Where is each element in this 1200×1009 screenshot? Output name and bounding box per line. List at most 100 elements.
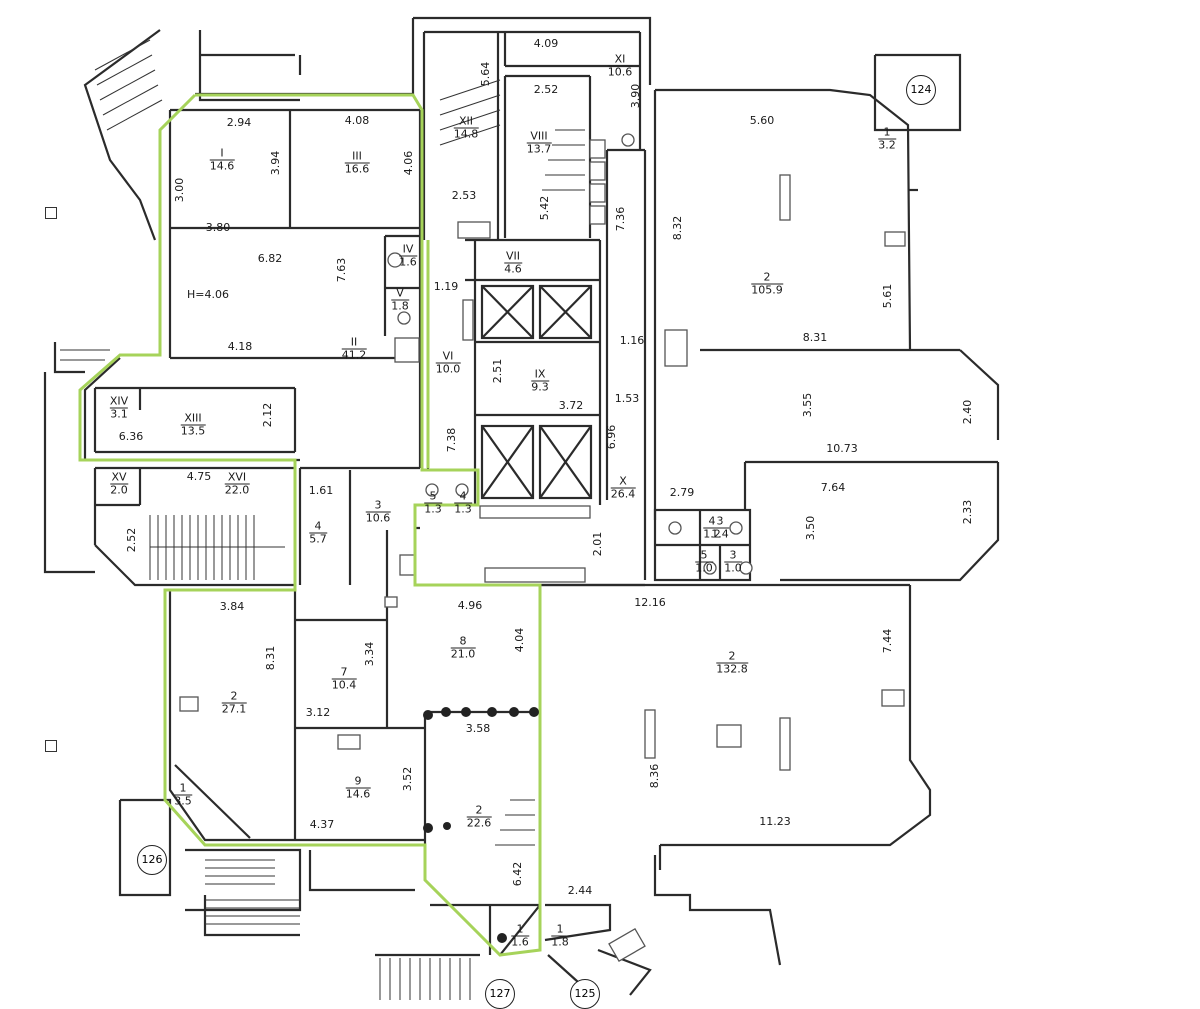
dimension-label: 4.08 — [344, 114, 370, 127]
dimension-label: 3.52 — [401, 766, 414, 792]
dimension-label: 3.90 — [629, 83, 642, 109]
dimension-label: 2.12 — [261, 402, 274, 428]
dimension-label: 3.55 — [801, 392, 814, 418]
plan-tag: 127 — [485, 979, 515, 1009]
planting-dots — [423, 707, 539, 943]
dimension-label: 4.37 — [309, 818, 335, 831]
dimension-label: 7.38 — [445, 427, 458, 453]
dimension-label: 4.96 — [457, 599, 483, 612]
plan-tag: 124 — [906, 75, 936, 105]
dimension-label: 1.19 — [433, 280, 459, 293]
dimension-label: 12.16 — [634, 596, 666, 609]
dimension-label: 4.75 — [186, 470, 212, 483]
dimension-label: 2.01 — [591, 531, 604, 557]
dimension-label: 6.96 — [605, 424, 618, 450]
dimension-label: 6.36 — [118, 430, 144, 443]
plan-tag: 126 — [137, 845, 167, 875]
dimension-label: 2.53 — [451, 189, 477, 202]
dimension-label: 7.36 — [614, 206, 627, 232]
dimension-label: 3.84 — [219, 600, 245, 613]
dimension-label: 2.52 — [533, 83, 559, 96]
plan-tag: 125 — [570, 979, 600, 1009]
dimension-label: 1.16 — [619, 334, 645, 347]
dimension-label: 5.42 — [538, 195, 551, 221]
dimension-label: 3.72 — [558, 399, 584, 412]
stair-treads — [60, 39, 585, 1000]
dimension-label: 2.40 — [961, 399, 974, 425]
dimension-label: 6.42 — [511, 861, 524, 887]
plan-marker-square — [45, 207, 57, 219]
dimension-label: 8.31 — [802, 331, 828, 344]
highlight-outline — [78, 93, 542, 957]
dimension-label: 4.04 — [513, 627, 526, 653]
dimension-label: 4.09 — [533, 37, 559, 50]
dimension-label: 2.33 — [961, 499, 974, 525]
dimension-label: 8.31 — [264, 645, 277, 671]
dimension-label: 6.82 — [257, 252, 283, 265]
dimension-label: 1.61 — [308, 484, 334, 497]
dimension-label: 3.80 — [205, 221, 231, 234]
dimension-label: 8.32 — [671, 215, 684, 241]
dimension-label: 2.44 — [567, 884, 593, 897]
dimension-label: 2.94 — [226, 116, 252, 129]
dimension-label: 4.18 — [227, 340, 253, 353]
dimension-label: 3.50 — [804, 515, 817, 541]
fixtures — [179, 133, 906, 963]
dimension-label: 3.00 — [173, 177, 186, 203]
dimension-label: 11.23 — [759, 815, 791, 828]
dimension-label: 5.61 — [881, 283, 894, 309]
dimension-label: H=4.06 — [187, 288, 229, 301]
dimension-label: 3.58 — [465, 722, 491, 735]
dimension-label: 3.94 — [269, 150, 282, 176]
dimension-label: 7.64 — [820, 481, 846, 494]
dimension-label: 3.34 — [363, 641, 376, 667]
dimension-label: 1.53 — [614, 392, 640, 405]
dimension-label: 8.36 — [648, 763, 661, 789]
dimension-label: 2.51 — [491, 358, 504, 384]
dimension-label: 5.60 — [749, 114, 775, 127]
dimension-label: 7.44 — [881, 628, 894, 654]
dimension-label: 2.79 — [669, 486, 695, 499]
dimension-label: 4.06 — [402, 150, 415, 176]
dimension-label: 10.73 — [826, 442, 858, 455]
plan-marker-square — [45, 740, 57, 752]
dimension-label: 2.52 — [125, 527, 138, 553]
dimension-label: 5.64 — [479, 61, 492, 87]
dimension-label: 7.63 — [335, 257, 348, 283]
dimension-label: 3.12 — [305, 706, 331, 719]
